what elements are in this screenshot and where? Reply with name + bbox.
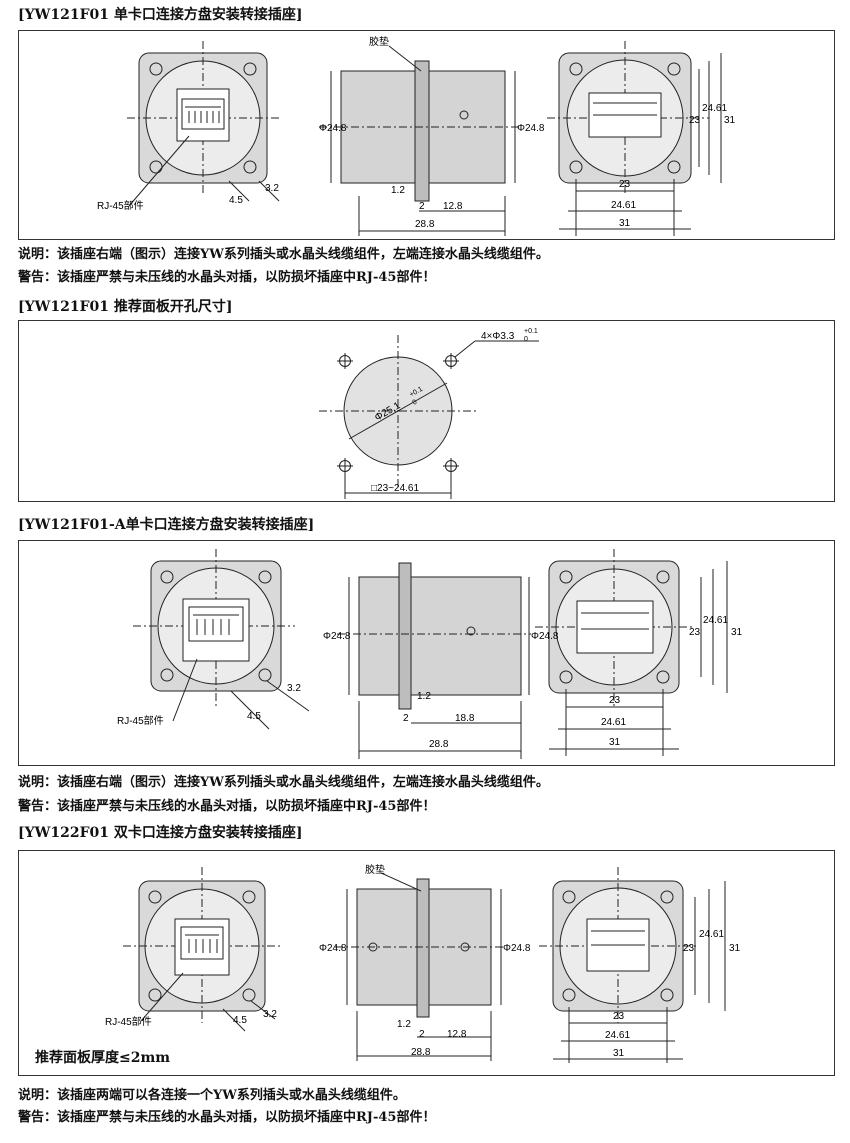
drawing-yw122f01: RJ-45部件 4.5 3.2 胶垫 Φ24.8 Φ24.8 1.2 2 12.… bbox=[105, 863, 741, 1063]
dim-31-v: 31 bbox=[724, 115, 736, 126]
note-4: 说明：该插座两端可以各连接一个YW系列插头或水晶头线缆组件。 bbox=[18, 1088, 406, 1103]
drawing-panel-yw121f01-a: RJ-45部件 4.5 3.2 Φ24.8 Φ24.8 1.2 2 18.8 2… bbox=[18, 540, 835, 766]
dim-3-2: 3.2 bbox=[263, 1009, 277, 1020]
drawing-panel-panel-cutout: 4×Φ3.3 +0.1 0 Φ25.1 +0.1 0 □23~24.61 bbox=[18, 320, 835, 502]
dim-2: 2 bbox=[403, 713, 409, 724]
drawing-panel-cutout: 4×Φ3.3 +0.1 0 Φ25.1 +0.1 0 □23~24.61 bbox=[319, 328, 539, 499]
holes-tol-lower: 0 bbox=[524, 336, 528, 343]
dia-right: Φ24.8 bbox=[517, 123, 545, 134]
dim-4-5: 4.5 bbox=[233, 1015, 247, 1026]
gasket-label: 胶垫 bbox=[365, 863, 385, 876]
dim-1-2: 1.2 bbox=[417, 691, 431, 702]
section-4-title: [YW122F01 双卡口连接方盘安装转接插座] bbox=[18, 825, 303, 841]
rj45-label: RJ-45部件 bbox=[105, 1015, 152, 1028]
dim-24-61-v: 24.61 bbox=[703, 615, 728, 626]
dia-left: Φ24.8 bbox=[319, 943, 347, 954]
dim-24-61-h: 24.61 bbox=[605, 1030, 630, 1041]
holes-tol-upper: +0.1 bbox=[524, 328, 538, 335]
dim-3-2: 3.2 bbox=[265, 183, 279, 194]
dim-12-8: 12.8 bbox=[443, 201, 463, 212]
dim-31-h: 31 bbox=[619, 218, 631, 229]
dim-24-61-v: 24.61 bbox=[699, 929, 724, 940]
drawing-panel-yw121f01: RJ-45部件 4.5 3.2 胶垫 Φ24.8 Φ24.8 1.2 2 12.… bbox=[18, 30, 835, 240]
dim-23-h: 23 bbox=[613, 1011, 625, 1022]
dim-24-61-h: 24.61 bbox=[611, 200, 636, 211]
warning-3: 警告：该插座严禁与未压线的水晶头对插，以防损坏插座中RJ-45部件！ bbox=[18, 799, 436, 814]
dim-31-h: 31 bbox=[613, 1048, 625, 1059]
warning-4: 警告：该插座严禁与未压线的水晶头对插，以防损坏插座中RJ-45部件！ bbox=[18, 1110, 436, 1125]
rj45-label: RJ-45部件 bbox=[117, 714, 164, 727]
section-2-title: [YW121F01 推荐面板开孔尺寸] bbox=[18, 299, 233, 315]
dim-31-v: 31 bbox=[731, 627, 743, 638]
warning-1: 警告：该插座严禁与未压线的水晶头对插，以防损坏插座中RJ-45部件！ bbox=[18, 270, 436, 285]
dim-2: 2 bbox=[419, 1029, 425, 1040]
dim-23-h: 23 bbox=[619, 179, 631, 190]
drawing-yw121f01: RJ-45部件 4.5 3.2 胶垫 Φ24.8 Φ24.8 1.2 2 12.… bbox=[97, 35, 736, 236]
note-3: 说明：该插座右端（图示）连接YW系列插头或水晶头线缆组件，左端连接水晶头线缆组件… bbox=[18, 775, 549, 790]
dim-28-8: 28.8 bbox=[415, 219, 435, 230]
dim-12-8: 12.8 bbox=[447, 1029, 467, 1040]
dim-18-8: 18.8 bbox=[455, 713, 475, 724]
section-1-title: [YW121F01 单卡口连接方盘安装转接插座] bbox=[18, 7, 303, 23]
dia-left: Φ24.8 bbox=[323, 631, 351, 642]
dim-23-h: 23 bbox=[609, 695, 621, 706]
dim-23-v: 23 bbox=[689, 627, 701, 638]
gasket-label: 胶垫 bbox=[369, 35, 389, 48]
dim-2: 2 bbox=[419, 201, 425, 212]
dim-28-8: 28.8 bbox=[411, 1047, 431, 1058]
dim-31-h: 31 bbox=[609, 737, 621, 748]
rj45-label: RJ-45部件 bbox=[97, 199, 144, 212]
dia-left: Φ24.8 bbox=[319, 123, 347, 134]
dim-4-5: 4.5 bbox=[229, 195, 243, 206]
dim-4-5: 4.5 bbox=[247, 711, 261, 722]
dim-1-2: 1.2 bbox=[397, 1019, 411, 1030]
dia-right: Φ24.8 bbox=[503, 943, 531, 954]
drawing-yw121f01-a: RJ-45部件 4.5 3.2 Φ24.8 Φ24.8 1.2 2 18.8 2… bbox=[117, 549, 743, 759]
dim-24-61-v: 24.61 bbox=[702, 103, 727, 114]
dim-28-8: 28.8 bbox=[429, 739, 449, 750]
section-3-title: [YW121F01-A单卡口连接方盘安装转接插座] bbox=[18, 517, 315, 533]
holes-label: 4×Φ3.3 bbox=[481, 331, 515, 342]
bore-tol-lower: 0 bbox=[412, 399, 419, 407]
note-1: 说明：该插座右端（图示）连接YW系列插头或水晶头线缆组件，左端连接水晶头线缆组件… bbox=[18, 247, 549, 262]
drawing-panel-yw122f01: RJ-45部件 4.5 3.2 胶垫 Φ24.8 Φ24.8 1.2 2 12.… bbox=[18, 850, 835, 1076]
dim-31-v: 31 bbox=[729, 943, 741, 954]
dim-1-2: 1.2 bbox=[391, 185, 405, 196]
dim-23-v: 23 bbox=[683, 943, 695, 954]
dim-3-2: 3.2 bbox=[287, 683, 301, 694]
panel-thickness-note: 推荐面板厚度≤2mm bbox=[35, 1050, 171, 1066]
dim-24-61-h: 24.61 bbox=[601, 717, 626, 728]
dim-23-v: 23 bbox=[689, 115, 701, 126]
dia-right: Φ24.8 bbox=[531, 631, 559, 642]
square-label: □23~24.61 bbox=[371, 483, 419, 494]
